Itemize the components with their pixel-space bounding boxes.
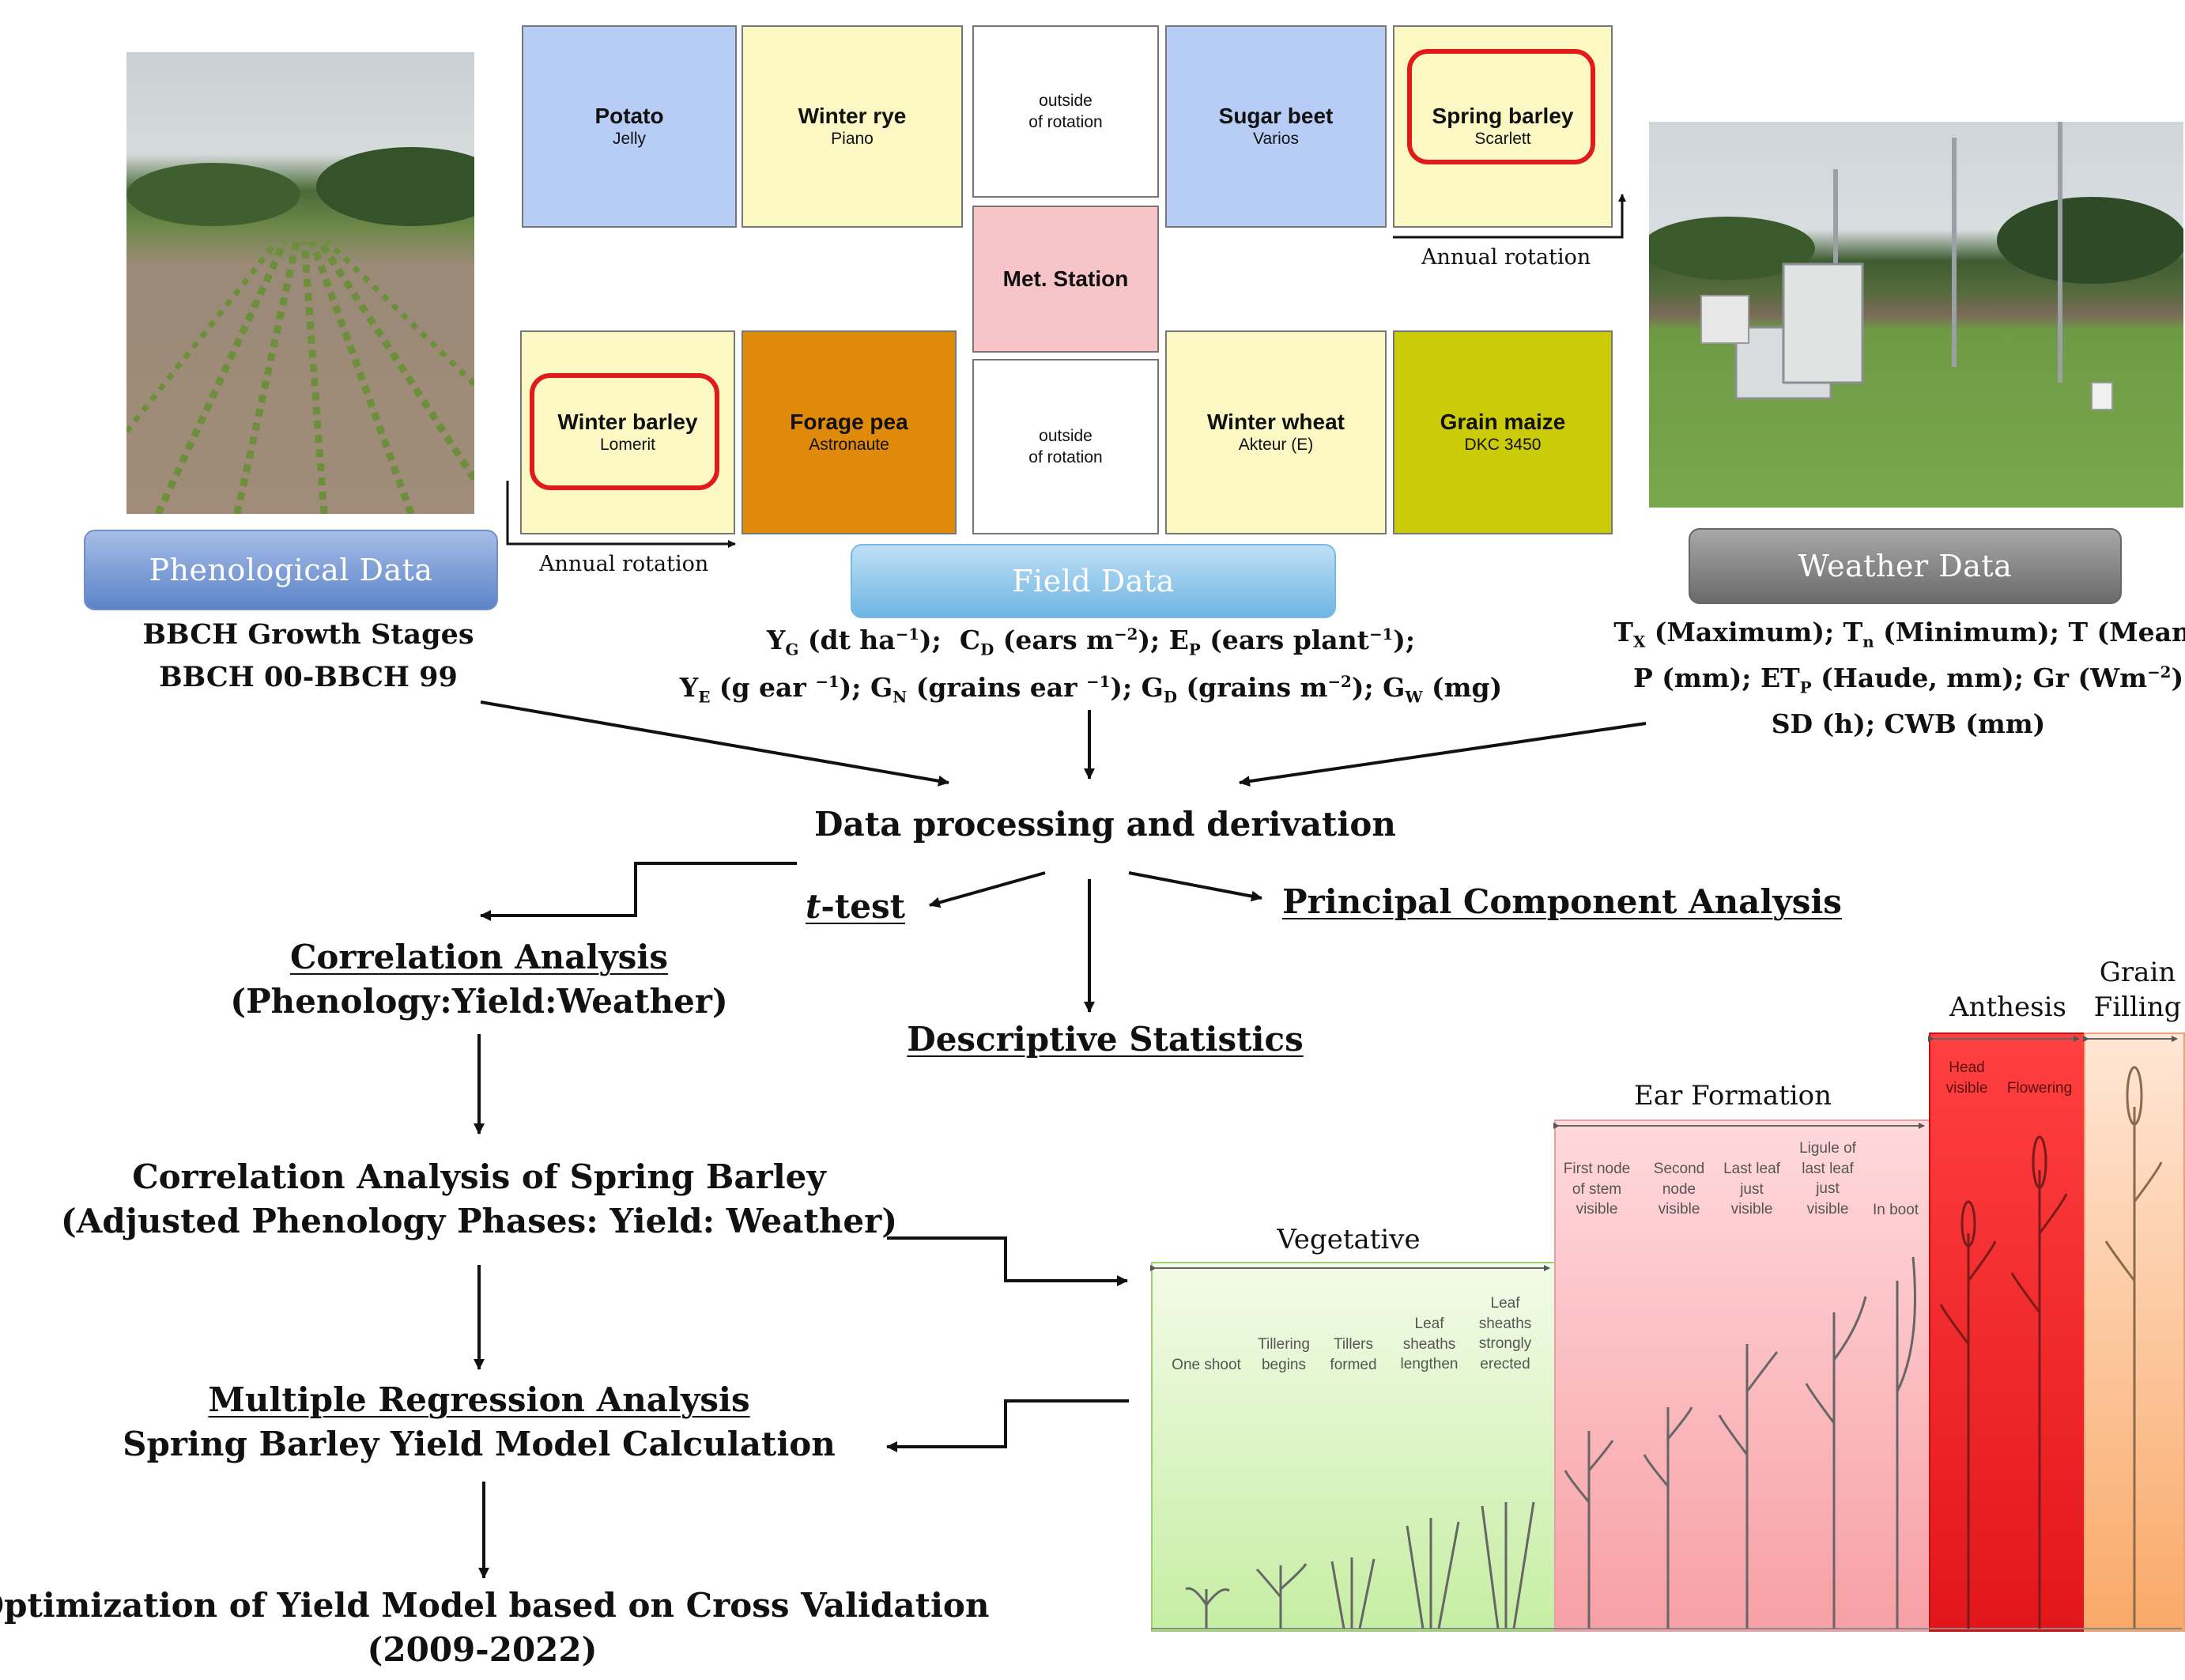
weather-station-photo [1649, 122, 2183, 508]
correlation-analysis-subtitle: (Phenology:Yield:Weather) [230, 982, 728, 1021]
plot-outside-bottom: outside of rotation [972, 359, 1159, 534]
variety-name: Akteur (E) [1238, 435, 1314, 454]
stage-one-shoot: One shoot [1172, 1357, 1241, 1373]
crop-name: Forage pea [790, 410, 908, 434]
optimization-line-1: Optimization of Yield Model based on Cro… [0, 1586, 990, 1625]
stage-second-node: Second node visible [1653, 1161, 1705, 1218]
variety-name: Piano [831, 129, 874, 148]
ear-formation-label: Ear Formation [1633, 1080, 1832, 1112]
stage-leaf-sheaths-erected: Leaf sheaths strongly erected [1478, 1295, 1532, 1372]
variety-name: DKC 3450 [1464, 435, 1542, 454]
plot-forage-pea: Forage pea Astronaute [742, 330, 957, 534]
plot-winter-rye: Winter rye Piano [742, 25, 963, 228]
winter-barley-highlight [530, 373, 719, 490]
crop-name: Potato [594, 104, 664, 128]
spring-barley-highlight [1407, 49, 1595, 164]
arrow-processing-to-ttest [929, 871, 1046, 908]
ttest-node: t-test [805, 887, 906, 926]
crop-name: Winter rye [798, 104, 907, 128]
correlation-analysis-title: Correlation Analysis [289, 938, 669, 976]
field-rows-graphic [126, 147, 474, 514]
field-photo [126, 52, 474, 514]
anthesis-phase-block [1929, 1033, 2087, 1632]
arrow-phenology-to-processing [480, 700, 949, 787]
crop-name: Spring barley [1432, 104, 1574, 128]
variety-name: Astronaute [809, 435, 889, 454]
stage-tillers-formed: Tillers formed [1330, 1336, 1377, 1373]
crop-name: Winter wheat [1207, 410, 1345, 434]
arrow-processing-to-pca [1128, 871, 1262, 902]
arrow-weather-to-processing [1239, 722, 1647, 787]
stage-leaf-sheaths-lengthen: Leaf sheaths lengthen [1400, 1316, 1459, 1373]
variety-name: Jelly [612, 129, 646, 148]
arrow-processing-to-correlation [480, 862, 797, 921]
crop-name: Winter barley [557, 410, 698, 434]
crop-name: Grain maize [1440, 410, 1566, 434]
variety-name: Scarlett [1474, 129, 1531, 148]
variety-name: Varios [1253, 129, 1299, 148]
grain-filling-label: Grain Filling [2093, 957, 2182, 1024]
mra-subtitle: Spring Barley Yield Model Calculation [123, 1425, 836, 1463]
plant-sketches [1185, 1066, 2163, 1629]
optimization-line-2: (2009-2022) [367, 1630, 598, 1669]
field-data-header: Field Data [851, 544, 1336, 618]
phenology-line-2: BBCH 00-BBCH 99 [159, 661, 458, 693]
rotation-arrow-left [506, 481, 736, 548]
rotation-arrow-right [1393, 194, 1626, 239]
station-graphic [1649, 122, 2183, 410]
field-parameters-line-1: YG (dt ha−1); CD (ears m−2); EP (ears pl… [766, 625, 1416, 659]
stage-ligule: Ligule of last leaf just visible [1799, 1140, 1856, 1218]
vegetative-label: Vegetative [1277, 1224, 1421, 1255]
stage-first-node: First node of stem visible [1563, 1161, 1631, 1218]
annual-rotation-label-right: Annual rotation [1421, 245, 1591, 270]
mra-title: Multiple Regression Analysis [208, 1380, 750, 1419]
annual-rotation-label-left: Annual rotation [539, 552, 709, 576]
corr-spring-barley-line-2: (Adjusted Phenology Phases: Yield: Weath… [60, 1202, 898, 1240]
corr-spring-barley-line-1: Correlation Analysis of Spring Barley [132, 1157, 826, 1196]
phenology-line-1: BBCH Growth Stages [142, 618, 474, 651]
arrow-corrsb-to-growth [887, 1236, 1128, 1286]
arrow-growth-to-mra [886, 1399, 1129, 1452]
plot-winter-barley: Winter barley Lomerit [520, 330, 735, 534]
stage-tillering-begins: Tillering begins [1258, 1336, 1310, 1373]
anthesis-label: Anthesis [1949, 991, 2066, 1023]
plot-sugar-beet: Sugar beet Varios [1165, 25, 1387, 228]
weather-data-header: Weather Data [1689, 528, 2122, 604]
descriptive-statistics-node: Descriptive Statistics [907, 1020, 1304, 1059]
plot-grain-maize: Grain maize DKC 3450 [1393, 330, 1613, 534]
pca-node: Principal Component Analysis [1282, 882, 1842, 921]
plot-winter-wheat: Winter wheat Akteur (E) [1165, 330, 1387, 534]
phenological-data-header: Phenological Data [84, 530, 498, 610]
outside-rotation-label: outside of rotation [1028, 91, 1103, 131]
stage-in-boot: In boot [1872, 1202, 1919, 1218]
stage-flowering: Flowering [2006, 1080, 2073, 1097]
stage-head-visible: Head visible [1945, 1059, 1988, 1097]
met-station-label: Met. Station [1002, 266, 1129, 291]
plot-potato: Potato Jelly [522, 25, 737, 228]
weather-parameters-line-2: P (mm); ETP (Haude, mm); Gr (Wm−2) [1632, 663, 2184, 697]
plot-met-station: Met. Station [972, 206, 1159, 353]
data-processing-node: Data processing and derivation [814, 805, 1396, 844]
crop-name: Sugar beet [1218, 104, 1334, 128]
outside-rotation-label: outside of rotation [1028, 426, 1103, 466]
weather-parameters-line-1: TX (Maximum); Tn (Minimum); T (Mean) [1613, 617, 2185, 651]
variety-name: Lomerit [599, 435, 656, 454]
weather-parameters-line-3: SD (h); CWB (mm) [1771, 708, 2046, 739]
plot-outside-top: outside of rotation [972, 25, 1159, 198]
field-parameters-line-2: YE (g ear −1); GN (grains ear −1); GD (g… [679, 672, 1503, 707]
ear-formation-phase-block [1554, 1119, 1932, 1632]
stage-last-leaf: Last leaf just visible [1723, 1161, 1780, 1218]
